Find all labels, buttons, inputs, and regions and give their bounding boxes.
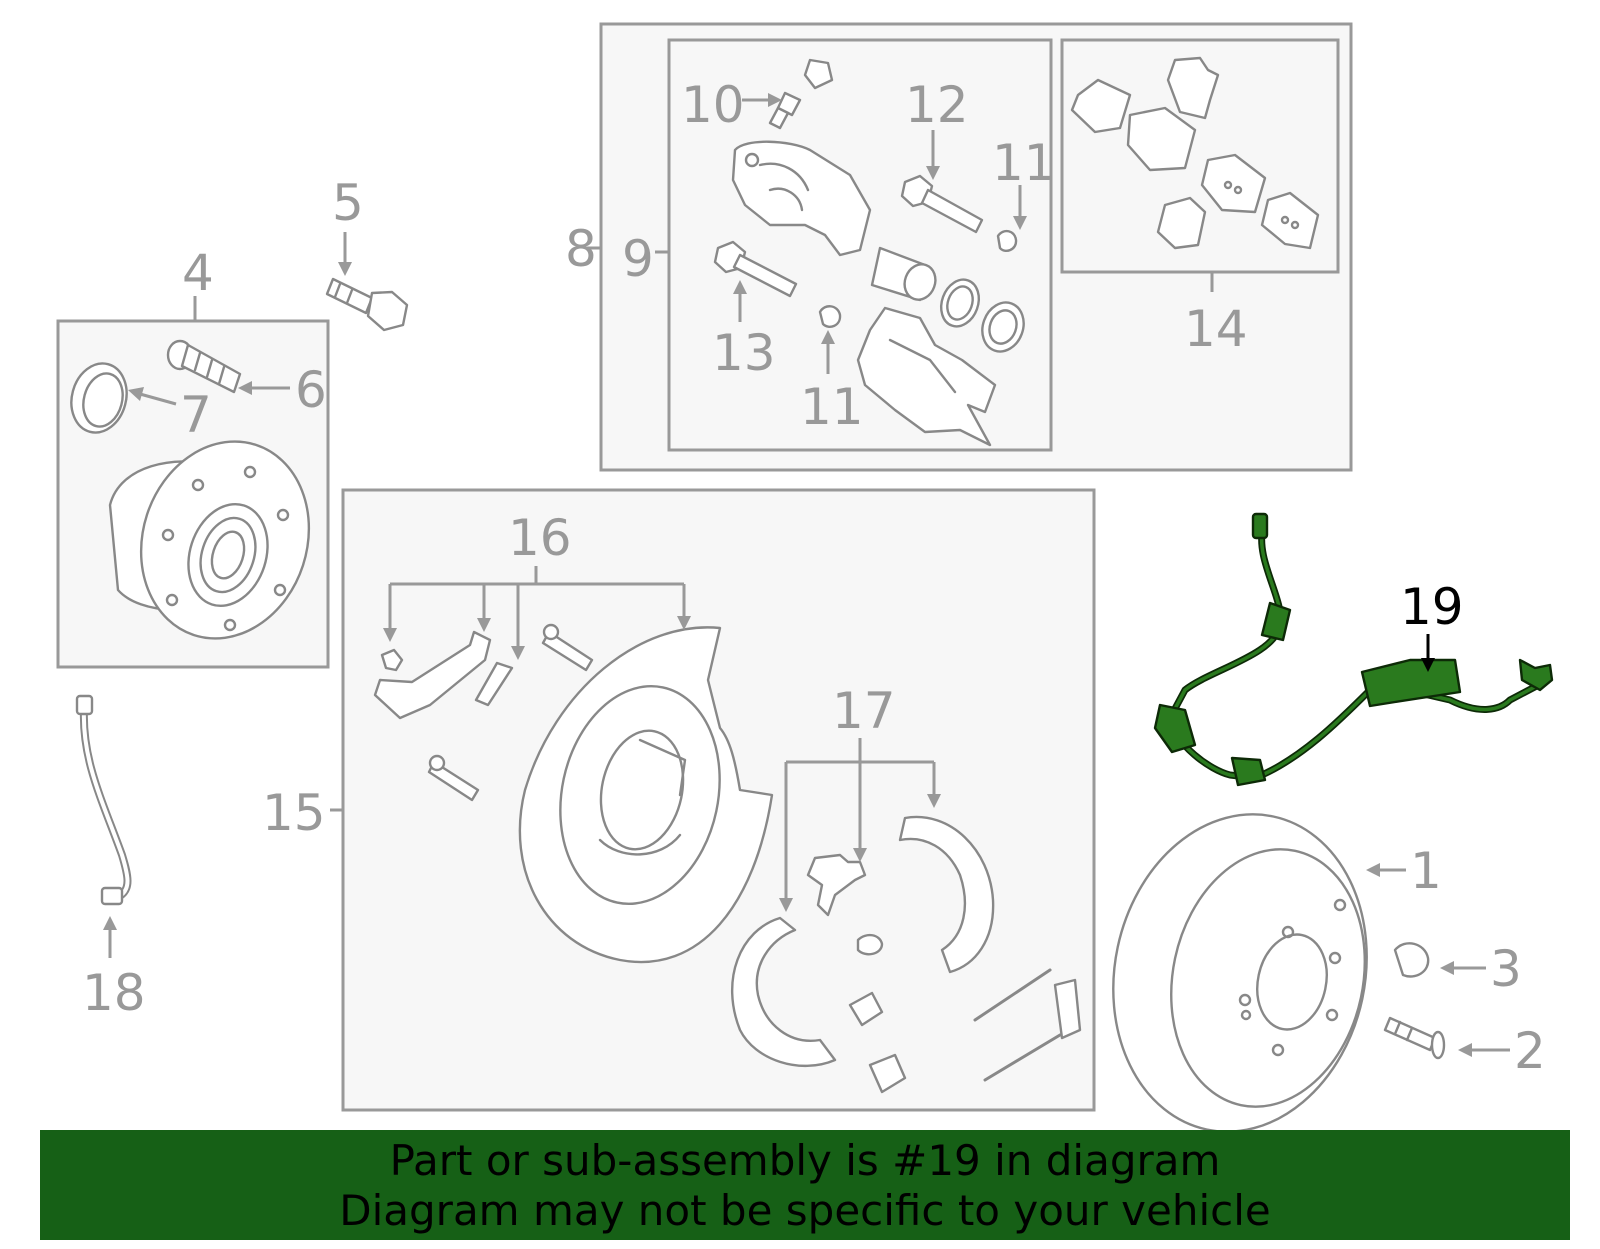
backing-plate-hardware [373,623,594,802]
caliper-bracket [856,306,997,447]
callout-2: 2 [1514,1022,1546,1080]
callout-11-upper: 11 [992,134,1056,192]
parking-brake-shoes [731,815,1082,1094]
callout-15: 15 [262,784,326,842]
callout-12: 12 [905,76,969,134]
guide-bolt-lower [713,240,798,298]
brake-hose [75,694,132,906]
callout-18: 18 [82,964,146,1022]
callout-9: 9 [622,230,654,288]
mounting-bolt [325,277,409,332]
rotor-bolt [1383,1016,1446,1060]
rotor-screw [1393,942,1430,978]
callout-17: 17 [832,682,896,740]
caliper-housing [731,140,872,257]
brake-pad-kit [1070,56,1320,250]
backing-plate [518,626,774,964]
caliper-piston [870,246,937,302]
piston-seal [939,278,981,328]
callout-3: 3 [1490,940,1522,998]
brake-rotor [1112,813,1368,1133]
hub-cap [70,362,128,434]
bleeder-screw [768,58,834,130]
callout-16: 16 [508,509,572,567]
hub-bolt [166,339,242,394]
boot-upper [996,229,1018,252]
boot-lower [818,305,842,328]
dust-boot [981,301,1025,353]
callout-11-lower: 11 [800,378,864,436]
callout-1: 1 [1410,842,1442,900]
callout-14: 14 [1184,300,1248,358]
info-banner: Part or sub-assembly is #19 in diagram D… [40,1130,1570,1240]
banner-line-1: Part or sub-assembly is #19 in diagram [389,1136,1221,1185]
callout-8: 8 [565,220,597,278]
banner-line-2: Diagram may not be specific to your vehi… [339,1186,1271,1235]
callout-7: 7 [180,386,212,444]
callout-labels: 4 5 6 7 8 9 10 12 11 13 11 14 15 16 17 1… [82,76,1546,1080]
callout-5: 5 [332,174,364,232]
callout-4: 4 [182,244,214,302]
leader-lines [103,93,1510,1057]
guide-bolt-upper [900,174,984,234]
callout-13: 13 [712,324,776,382]
hub-assembly [108,440,311,640]
callout-19: 19 [1400,578,1464,636]
callout-6: 6 [295,361,327,419]
callout-10: 10 [681,76,745,134]
wheel-speed-sensor-highlighted [1153,512,1554,787]
